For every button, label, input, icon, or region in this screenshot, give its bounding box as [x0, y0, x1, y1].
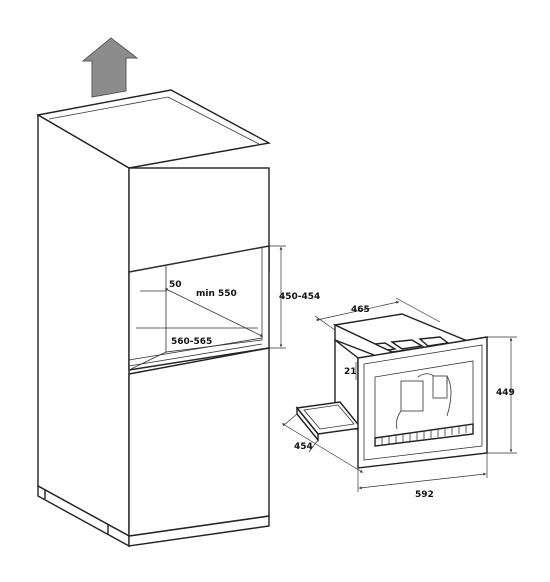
upward-vent-arrow-icon [81, 37, 139, 98]
offset-label: 21 [344, 367, 357, 377]
niche-width-label: 560-565 [171, 337, 212, 347]
depth-top-label: 50 [169, 280, 182, 290]
tall-cabinet: 50 min 550 560-565 450-454 [36, 89, 320, 548]
width-label: 592 [415, 490, 434, 500]
built-in-appliance: 465 21 [281, 297, 517, 500]
drip-tray-grid [381, 425, 467, 445]
niche-height-label: 450-454 [279, 292, 320, 302]
height-label: 449 [496, 388, 515, 398]
appliance-niche [128, 245, 270, 371]
min-height-label: min 550 [196, 289, 237, 299]
depth-label: 465 [351, 305, 370, 315]
drawer-depth-label: 454 [294, 442, 313, 452]
